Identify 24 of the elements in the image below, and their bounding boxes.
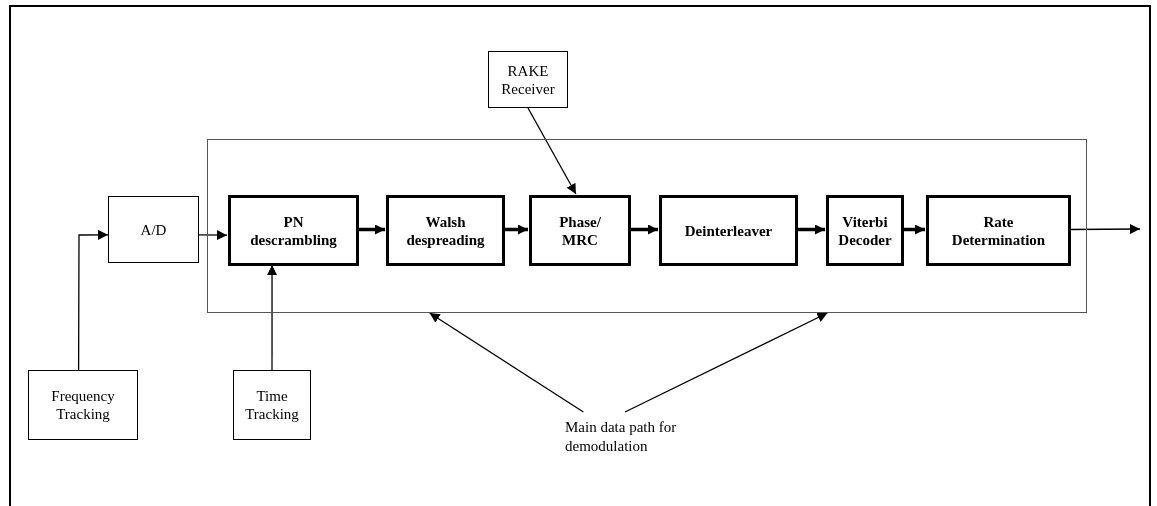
process-box: Viterbi Decoder [826, 195, 904, 266]
process-box: Time Tracking [233, 370, 311, 440]
process-box: PN descrambling [228, 195, 359, 266]
arrow [504, 224, 528, 235]
process-box: RAKE Receiver [488, 51, 568, 108]
arrow [77, 229, 109, 371]
group-frame [207, 139, 1087, 313]
process-box: Deinterleaver [659, 195, 798, 266]
process-box: Rate Determination [926, 195, 1071, 266]
arrow [198, 230, 228, 241]
process-box: A/D [108, 196, 199, 263]
arrow [358, 224, 385, 235]
process-box: Walsh despreading [386, 195, 505, 266]
arrow [1069, 224, 1141, 235]
arrow [630, 224, 658, 235]
arrow [267, 264, 278, 371]
arrow [797, 224, 825, 235]
annotation-text: Main data path for demodulation [545, 412, 705, 462]
arrow [527, 107, 577, 195]
process-box: Frequency Tracking [28, 370, 138, 440]
leader-arrow [624, 312, 829, 413]
arrow [903, 224, 925, 235]
process-box: Phase/ MRC [529, 195, 631, 266]
leader-arrow [429, 312, 585, 413]
